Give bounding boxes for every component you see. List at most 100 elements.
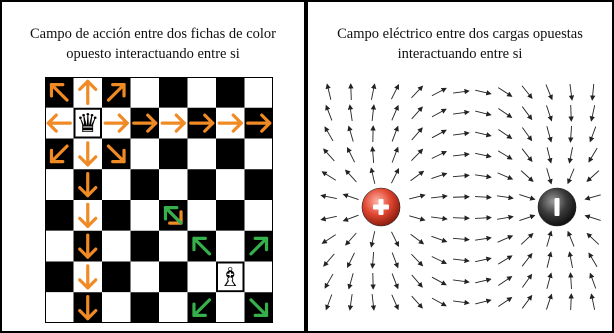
field-arrow: [474, 194, 492, 200]
bishop-move-arrow: [249, 236, 269, 256]
queen-move-arrow: [46, 113, 72, 133]
field-arrow: [546, 251, 553, 268]
field-arrow: [519, 194, 536, 201]
field-arrow: [347, 104, 354, 121]
field-arrow: [568, 125, 574, 143]
field-arrow: [391, 104, 399, 121]
queen-move-arrow: [160, 113, 186, 133]
field-arrow: [497, 194, 514, 201]
queen-piece-icon-square-highlight: [75, 109, 100, 137]
field-arrow: [431, 256, 448, 264]
field-arrow: [568, 84, 575, 101]
field-arrow: [347, 273, 354, 290]
field-arrow: [475, 173, 492, 180]
board-square: [130, 169, 159, 200]
board-square: [159, 138, 188, 170]
queen-move-arrow: [189, 113, 215, 133]
board-square: [45, 200, 74, 231]
field-arrow: [546, 230, 553, 247]
field-arrow: [391, 231, 399, 247]
field-arrow: [342, 193, 359, 201]
field-arrow: [324, 126, 334, 142]
field-arrow: [568, 272, 574, 290]
bishop-piece-icon-square-highlight: [218, 263, 243, 291]
field-arrow: [321, 171, 336, 181]
field-arrow: [431, 87, 447, 97]
field-arrow: [369, 231, 376, 248]
board-square: [102, 169, 131, 200]
board-square: [244, 261, 273, 293]
field-arrow: [475, 89, 492, 96]
field-arrow: [347, 125, 354, 142]
field-arrow: [325, 104, 333, 121]
board-square: [216, 169, 245, 200]
field-arrow: [519, 214, 536, 222]
field-arrow: [323, 253, 335, 267]
board-square: [45, 230, 74, 262]
board-square: [159, 292, 188, 323]
field-arrow: [521, 85, 533, 99]
board-square: [45, 261, 74, 293]
left-title-line-1: Campo de acción entre dos fichas de colo…: [29, 26, 276, 42]
field-arrow: [431, 235, 448, 243]
electric-field-diagram: [320, 83, 601, 311]
field-arrow: [370, 104, 377, 122]
board-square: [216, 230, 245, 262]
field-arrow: [474, 215, 492, 221]
field-arrow: [344, 169, 357, 183]
field-arrow: [411, 85, 424, 99]
chessboard: ♛♗: [45, 77, 273, 323]
right-title-line-2: interactuando entre si: [397, 46, 523, 62]
field-arrow: [431, 297, 447, 307]
board-border: [45, 77, 273, 323]
board-square: [102, 261, 131, 293]
queen-move-arrow: [78, 202, 98, 228]
field-arrow: [546, 105, 553, 122]
board-square: [159, 261, 188, 293]
field-arrow: [391, 125, 399, 142]
negative-charge-icon: [537, 187, 577, 227]
board-square: [130, 77, 159, 108]
field-arrow: [498, 297, 513, 307]
field-arrow: [567, 251, 573, 268]
board-square: [130, 292, 159, 323]
field-arrow: [325, 83, 332, 100]
field-arrow: [452, 215, 470, 221]
field-arrow: [431, 193, 448, 200]
board-square: [187, 138, 216, 170]
field-arrow: [411, 295, 423, 309]
field-arrow: [567, 168, 575, 185]
queen-move-arrow: [132, 113, 158, 133]
board-square: [159, 169, 188, 200]
board-square: [130, 261, 159, 293]
field-arrow: [370, 146, 376, 164]
right-panel-title: Campo eléctrico entre dos cargas opuesta…: [308, 24, 612, 64]
field-arrow: [370, 251, 376, 269]
field-arrow: [568, 104, 574, 122]
board-square: [187, 200, 216, 231]
queen-move-arrow: [246, 113, 272, 133]
field-arrow: [497, 172, 514, 180]
field-arrow: [431, 172, 448, 180]
field-arrow: [521, 127, 533, 142]
board-square: [187, 77, 216, 108]
field-arrow: [431, 129, 447, 139]
field-arrow: [391, 252, 399, 269]
field-arrow: [520, 170, 534, 182]
field-arrow: [498, 276, 513, 286]
field-arrow: [411, 253, 424, 267]
field-arrow: [411, 274, 423, 288]
field-arrow: [589, 126, 597, 143]
board-square: [216, 77, 245, 108]
field-arrow: [475, 256, 492, 263]
bishop-piece-icon: ♗: [219, 263, 242, 293]
board-square: [216, 292, 245, 323]
field-arrow: [498, 108, 513, 119]
left-title-line-2: opuesto interactuando entre si: [66, 46, 240, 62]
field-arrow: [431, 108, 447, 118]
queen-move-arrow: [78, 295, 98, 321]
field-arrow: [370, 294, 377, 311]
field-arrow: [521, 252, 533, 267]
left-panel: Campo de acción entre dos fichas de colo…: [0, 0, 306, 333]
field-arrow: [498, 129, 513, 139]
